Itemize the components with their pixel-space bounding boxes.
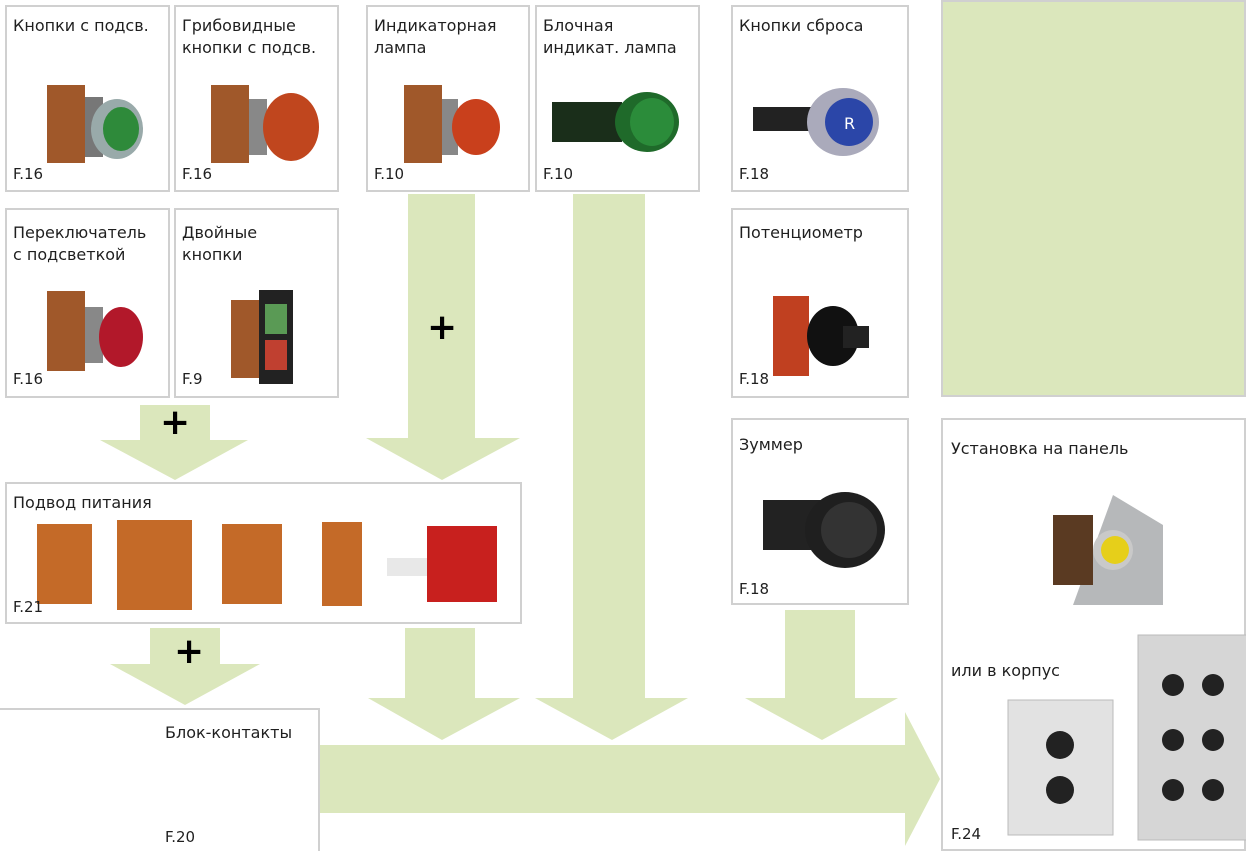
cell-contact-blocks[interactable]: Блок-контакты F.20: [0, 708, 320, 851]
cell-lit-buttons[interactable]: Кнопки с подсв. F.16: [5, 5, 170, 192]
selector-image: [47, 291, 143, 371]
cell-code: F.16: [182, 165, 213, 183]
cell-code: F.24: [951, 825, 982, 843]
cell-title: Кнопки с подсв.: [13, 16, 149, 35]
power-supply-image: [37, 520, 497, 610]
cell-title: Индикаторная лампа: [374, 16, 497, 57]
panel-mount-image: [1053, 495, 1163, 605]
cell-reset-buttons[interactable]: Кнопки сброса R F.18: [731, 5, 909, 192]
cell-title: Подвод питания: [13, 493, 152, 512]
cell-mushroom-buttons[interactable]: Грибовидные кнопки с подсв. F.16: [174, 5, 339, 192]
cell-mounting[interactable]: Установка на панель или в корпус F.24: [941, 418, 1246, 851]
cell-code: F.16: [13, 165, 44, 183]
cell-title: Зуммер: [739, 435, 803, 454]
arrow-indicator-lamp: [366, 194, 520, 480]
cell-double-buttons[interactable]: Двойные кнопки F.9: [174, 208, 339, 398]
cell-potentiometer[interactable]: Потенциометр F.18: [731, 208, 909, 398]
cell-title: Грибовидные кнопки с подсв.: [182, 16, 317, 57]
plus-sign-indicator: +: [427, 307, 458, 348]
plus-sign-selector: +: [160, 402, 191, 443]
indicator-lamp-image: [404, 85, 500, 163]
buzzer-image: [763, 492, 885, 568]
cell-code: F.10: [374, 165, 405, 183]
reset-r-glyph: R: [844, 114, 855, 133]
cell-title: Двойные кнопки: [182, 223, 258, 264]
cell-code: F.9: [182, 370, 203, 388]
double-button-image: [231, 290, 293, 384]
cell-code: F.16: [13, 370, 44, 388]
arrow-buzzer: [745, 610, 898, 740]
cell-indicator-lamp[interactable]: Индикаторная лампа F.10: [366, 5, 530, 192]
arrow-power-down: [368, 628, 520, 740]
cell-block-lamp[interactable]: Блочная индикат. лампа F.10: [535, 5, 700, 192]
arrow-to-mounting: [320, 712, 940, 846]
cell-title: Потенциометр: [739, 223, 863, 242]
reset-button-image: R: [753, 88, 879, 156]
cell-selector[interactable]: Переключатель с подсветкой F.16: [5, 208, 170, 398]
cell-title: Установка на панель: [951, 439, 1129, 458]
cell-code: F.21: [13, 598, 44, 616]
arrow-to-power-supply: [100, 405, 248, 480]
potentiometer-image: [773, 296, 869, 376]
cell-power-supply[interactable]: Подвод питания F.21: [5, 482, 522, 624]
cell-buzzer[interactable]: Зуммер F.18: [731, 418, 909, 605]
cell-title: Блок-контакты: [165, 723, 293, 742]
arrow-to-contact-blocks: [110, 628, 260, 705]
enclosure-image: [1007, 634, 1246, 841]
lit-button-image: [47, 85, 143, 163]
cell-code: F.20: [165, 828, 196, 846]
cell-subtitle: или в корпус: [951, 661, 1060, 680]
plus-sign-power: +: [174, 631, 205, 672]
cell-code: F.10: [543, 165, 574, 183]
cell-code: F.18: [739, 580, 770, 598]
empty-green-panel: [941, 0, 1246, 397]
cell-title: Блочная индикат. лампа: [543, 16, 677, 57]
mushroom-button-image: [211, 85, 319, 163]
block-lamp-image: [552, 92, 679, 152]
cell-code: F.18: [739, 165, 770, 183]
arrow-block-lamp: [535, 194, 688, 740]
cell-title: Кнопки сброса: [739, 16, 864, 35]
cell-title: Переключатель с подсветкой: [13, 223, 147, 264]
cell-code: F.18: [739, 370, 770, 388]
